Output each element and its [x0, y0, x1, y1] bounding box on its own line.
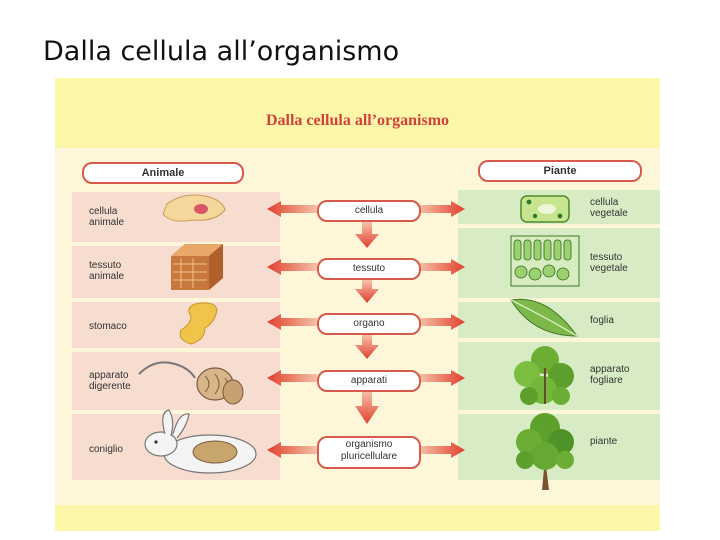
- animal-row-band: [72, 302, 280, 348]
- level-organismo-pluricellulare: organismo pluricellulare: [317, 436, 421, 469]
- figure-bottom-band: [55, 505, 660, 531]
- animal-row-band: [72, 352, 280, 410]
- plant-label-cell: cellula vegetale: [590, 197, 628, 219]
- plant-label-leaf: foglia: [590, 315, 614, 326]
- diagram-figure: Dalla cellula all’organismo Animale Pian…: [55, 78, 660, 531]
- animal-label-digestive: apparato digerente: [89, 370, 131, 392]
- animal-label-tissue: tessuto animale: [89, 260, 125, 282]
- arrow-down: [355, 222, 379, 424]
- animal-cell-icon: [162, 194, 226, 222]
- plant-label-leaf-system: apparato fogliare: [590, 364, 630, 386]
- animal-label-stomach: stomaco: [89, 321, 127, 332]
- plant-label-tree: piante: [590, 436, 618, 447]
- arrow-right: [419, 201, 465, 458]
- arrows-and-illustrations: [138, 194, 580, 490]
- leaf-system-icon: [514, 346, 574, 405]
- rabbit-icon: [144, 409, 257, 474]
- leaf-icon: [510, 298, 578, 337]
- animal-header: Animale: [82, 162, 244, 184]
- plant-tissue-icon: [510, 235, 580, 287]
- animal-label-cell: cellula animale: [89, 206, 125, 228]
- slide-title: Dalla cellula all’organismo: [43, 36, 400, 67]
- stomach-icon: [179, 302, 218, 345]
- level-organo: organo: [317, 313, 421, 335]
- animal-label-rabbit: coniglio: [89, 444, 123, 455]
- level-tessuto: tessuto: [317, 258, 421, 280]
- animal-tissue-icon: [171, 244, 223, 290]
- plant-cell-icon: [520, 195, 570, 223]
- level-cellula: cellula: [317, 200, 421, 222]
- level-apparati: apparati: [317, 370, 421, 392]
- digestive-system-icon: [138, 361, 244, 405]
- plant-label-tissue: tessuto vegetale: [590, 252, 628, 274]
- figure-header-band: [55, 78, 660, 148]
- figure-title: Dalla cellula all’organismo: [265, 112, 450, 129]
- tree-icon: [516, 413, 574, 490]
- plant-header: Piante: [478, 160, 642, 182]
- arrow-left: [267, 201, 317, 458]
